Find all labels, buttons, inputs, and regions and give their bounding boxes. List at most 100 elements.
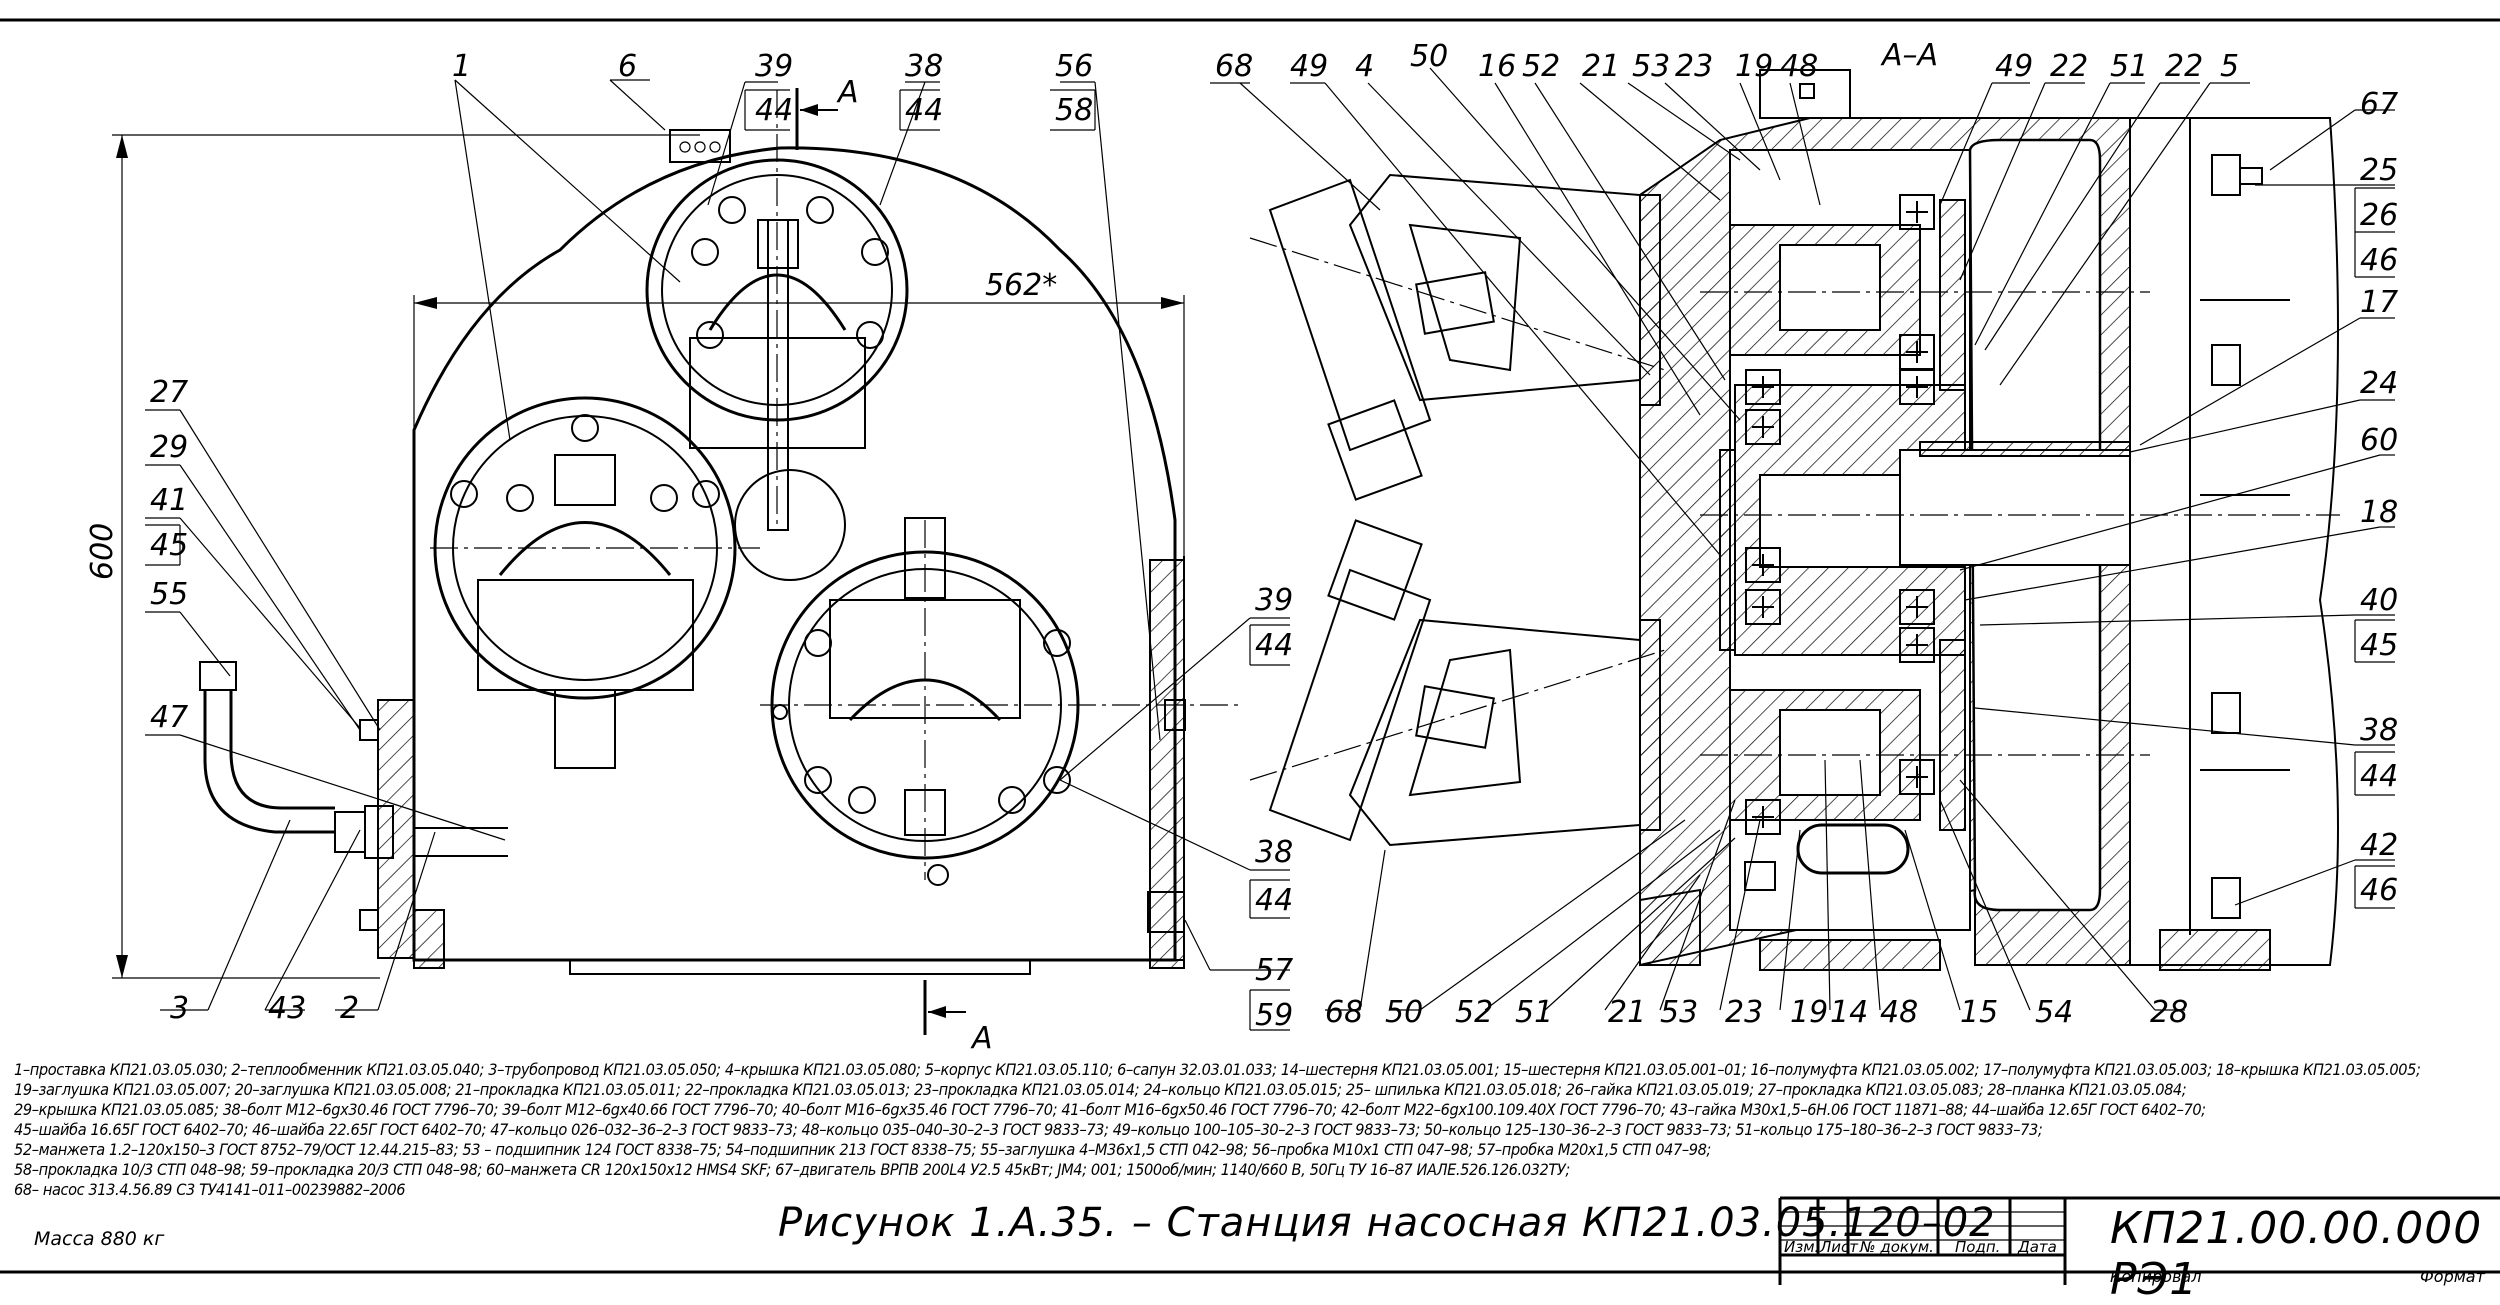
pos-label: 29 — [150, 430, 188, 465]
stamp-header-sign: Подп. — [1955, 1238, 2001, 1256]
pos-label: 39 — [755, 49, 793, 84]
pos-label: 21 — [1608, 995, 1646, 1030]
pos-label: 48 — [1880, 995, 1918, 1030]
pos-label: 51 — [1515, 995, 1553, 1030]
pos-label: 23 — [1675, 49, 1713, 84]
pos-label: 44 — [755, 93, 793, 128]
pos-label: 68 — [1215, 49, 1253, 84]
pos-label: 4 — [1355, 49, 1374, 84]
section-view: A–A — [1249, 38, 2340, 971]
pos-label: 58 — [1055, 93, 1093, 128]
parts-list-line: 29–крышка КП21.03.05.085; 38–болт М12–6g… — [14, 1100, 2206, 1119]
pos-label: 68 — [1325, 995, 1363, 1030]
pos-label: 52 — [1455, 995, 1493, 1030]
pos-label: 45 — [150, 528, 188, 563]
parts-list-line: 58–прокладка 10/3 СТП 048–98; 59–проклад… — [14, 1160, 1570, 1179]
pos-label: 50 — [1385, 995, 1423, 1030]
pos-label: 42 — [2360, 828, 2398, 863]
pos-label: 21 — [1582, 49, 1620, 84]
leader-lines — [145, 67, 2395, 1011]
pos-label: 43 — [268, 991, 306, 1026]
parts-list-line: 52–манжета 1.2–120х150–3 ГОСТ 8752–79/ОС… — [14, 1140, 1711, 1159]
motor-studs — [2211, 154, 2263, 919]
stamp-header-date: Дата — [2018, 1238, 2057, 1256]
pump-upper — [1249, 173, 1666, 501]
sheet-frame — [0, 18, 2500, 1274]
pos-label: 26 — [2360, 198, 2398, 233]
pos-label: 15 — [1960, 995, 1998, 1030]
pos-label: 16 — [1478, 49, 1516, 84]
bolt-heads — [450, 196, 1071, 886]
pos-label: 59 — [1255, 998, 1293, 1033]
pos-label: 3 — [170, 991, 189, 1026]
pos-label: 17 — [2360, 285, 2398, 320]
pos-label: 50 — [1410, 39, 1448, 74]
parts-list-line: 19–заглушка КП21.03.05.007; 20–заглушка … — [14, 1080, 2187, 1099]
section-mark-bottom: A — [970, 1021, 993, 1056]
parts-list-line: 1–проставка КП21.03.05.030; 2–теплообмен… — [14, 1060, 2421, 1079]
copied-by-label: Копировал — [2110, 1267, 2202, 1286]
pos-label: 38 — [1255, 835, 1293, 870]
pos-label: 22 — [2165, 49, 2203, 84]
section-title: A–A — [1880, 38, 1938, 73]
pos-label: 22 — [2050, 49, 2088, 84]
pos-label: 19 — [1790, 995, 1828, 1030]
pos-label: 18 — [2360, 495, 2398, 530]
pos-label: 40 — [2360, 583, 2398, 618]
section-mark-top: A — [836, 75, 859, 110]
dim-600-label: 600 — [85, 523, 120, 580]
pos-label: 48 — [1780, 49, 1818, 84]
parts-list: 1–проставка КП21.03.05.030; 2–теплообмен… — [14, 1060, 2484, 1200]
pos-label: 44 — [1255, 628, 1293, 663]
pos-label: 49 — [1995, 49, 2033, 84]
pos-label: 25 — [2360, 153, 2398, 188]
pos-label: 2 — [340, 991, 359, 1026]
pos-label: 1 — [452, 49, 471, 84]
pos-label: 55 — [150, 577, 188, 612]
document-code: КП21.00.00.000 РЭ1 — [2110, 1203, 2483, 1305]
pos-label: 24 — [2360, 366, 2398, 401]
pos-label: 23 — [1725, 995, 1763, 1030]
mass-note: Масса 880 кг — [34, 1228, 165, 1250]
pos-label: 44 — [1255, 883, 1293, 918]
bearings — [1745, 194, 1935, 835]
pos-label: 67 — [2360, 87, 2398, 122]
parts-list-line: 45–шайба 16.65Г ГОСТ 6402–70; 46–шайба 2… — [14, 1120, 2043, 1139]
pos-label: 60 — [2360, 423, 2398, 458]
pump-lower — [1249, 519, 1666, 847]
figure-caption: Рисунок 1.А.35. – Станция насосная КП21.… — [778, 1200, 1996, 1246]
pos-label: 54 — [2035, 995, 2073, 1030]
pos-label: 57 — [1255, 953, 1293, 988]
dimension-height: 600 — [85, 134, 700, 979]
pos-label: 19 — [1735, 49, 1773, 84]
pos-label: 53 — [1632, 49, 1670, 84]
stamp-header-sheet: Лист — [1820, 1238, 1859, 1256]
pos-label: 38 — [2360, 713, 2398, 748]
pos-label: 52 — [1522, 49, 1560, 84]
stamp-header-change: Изм. — [1784, 1238, 1820, 1256]
pos-label: 49 — [1290, 49, 1328, 84]
dim-562-label: 562* — [985, 268, 1057, 303]
parts-list-line: 68– насос 313.4.56.89 С3 ТУ4141–011–0023… — [14, 1180, 406, 1199]
position-labels: 1 6 39 44 38 44 56 58 27 29 41 45 55 47 … — [150, 39, 2398, 1033]
stamp-header-doc: № докум. — [1860, 1238, 1934, 1256]
pos-label: 14 — [1830, 995, 1868, 1030]
label-boxes — [145, 89, 2395, 1031]
pos-label: 5 — [2220, 49, 2239, 84]
pos-label: 56 — [1055, 49, 1093, 84]
pos-label: 44 — [2360, 759, 2398, 794]
pos-label: 41 — [150, 483, 188, 518]
pos-label: 46 — [2360, 873, 2398, 908]
pos-label: 46 — [2360, 243, 2398, 278]
pos-label: 39 — [1255, 583, 1293, 618]
title-block — [1778, 1196, 2500, 1285]
pos-label: 51 — [2110, 49, 2148, 84]
pos-label: 28 — [2150, 995, 2188, 1030]
pos-label: 38 — [905, 49, 943, 84]
pos-label: 47 — [150, 700, 188, 735]
pos-label: 44 — [905, 93, 943, 128]
pos-label: 6 — [618, 49, 637, 84]
format-label: Формат — [2420, 1267, 2485, 1286]
pos-label: 27 — [150, 375, 188, 410]
